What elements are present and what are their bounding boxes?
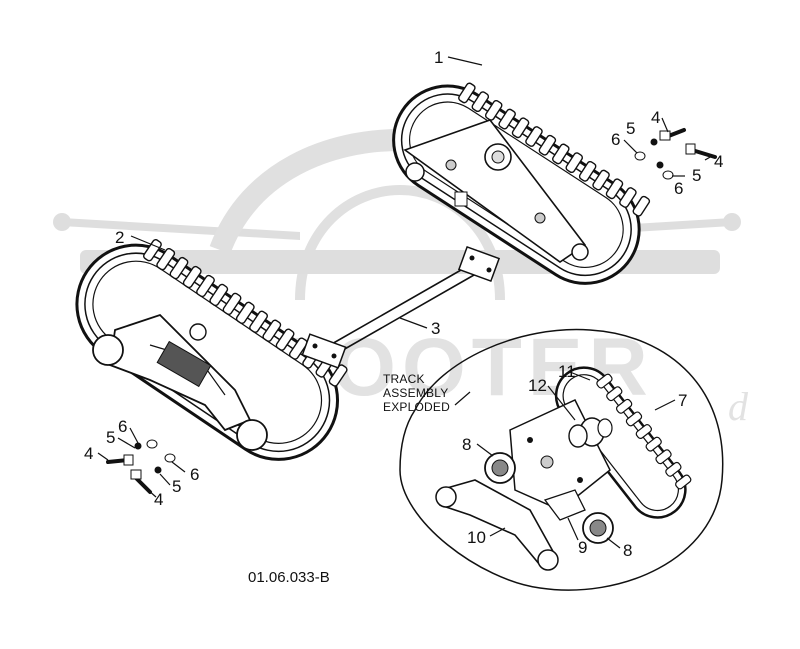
callout-6: 6 bbox=[118, 417, 127, 436]
note-line-1: TRACK bbox=[383, 372, 425, 386]
callout-6: 6 bbox=[190, 465, 199, 484]
track-cleat bbox=[511, 117, 530, 139]
callout-12: 12 bbox=[528, 376, 547, 395]
callout-1: 1 bbox=[434, 48, 443, 67]
note-line-2: ASSEMBLY bbox=[383, 386, 448, 400]
track-cleat bbox=[169, 256, 189, 280]
track-cleat bbox=[538, 134, 557, 156]
callout-2: 2 bbox=[115, 228, 124, 247]
track-cleat bbox=[484, 99, 503, 121]
track-cleat bbox=[635, 424, 652, 439]
callout-6: 6 bbox=[611, 130, 620, 149]
track-cleat bbox=[675, 474, 692, 490]
track-cleat bbox=[655, 449, 672, 465]
track-cleat bbox=[615, 398, 633, 414]
callout-4: 4 bbox=[651, 108, 660, 127]
track-cleat bbox=[288, 337, 308, 360]
track-cleat bbox=[182, 265, 202, 289]
track-cleat bbox=[209, 283, 229, 307]
track-cleat bbox=[458, 82, 476, 104]
track-cleat bbox=[592, 169, 610, 191]
callout-11: 11 bbox=[558, 362, 576, 381]
track-cleat bbox=[156, 247, 176, 271]
callout-5: 5 bbox=[172, 477, 181, 496]
track-cleat bbox=[632, 195, 651, 217]
track-assembly-left bbox=[75, 239, 348, 461]
callout-8: 8 bbox=[623, 541, 632, 560]
track-cleat bbox=[619, 187, 637, 208]
exploded-view bbox=[399, 328, 724, 591]
exploded-note: TRACK ASSEMBLY EXPLODED bbox=[383, 372, 450, 414]
leader-lines bbox=[97, 56, 713, 549]
track-cleat bbox=[596, 373, 613, 389]
track-cleat bbox=[471, 91, 490, 113]
axle-tube bbox=[301, 245, 501, 369]
callout-6: 6 bbox=[674, 179, 683, 198]
callout-9: 9 bbox=[578, 538, 587, 557]
callout-7: 7 bbox=[678, 391, 687, 410]
track-cleat bbox=[328, 364, 348, 387]
callout-4: 4 bbox=[714, 152, 723, 171]
track-cleat bbox=[222, 292, 242, 316]
track-cleat bbox=[196, 274, 215, 298]
fasteners-right bbox=[634, 128, 717, 180]
track-cleat bbox=[262, 319, 282, 342]
track-cleat bbox=[665, 461, 682, 477]
note-line-3: EXPLODED bbox=[383, 400, 450, 414]
callout-3: 3 bbox=[431, 319, 440, 338]
svg-text:d: d bbox=[728, 384, 749, 429]
callout-5: 5 bbox=[692, 166, 701, 185]
track-cleat bbox=[552, 143, 570, 165]
track-cleat bbox=[645, 436, 662, 452]
track-cleat bbox=[606, 386, 623, 402]
track-cleat bbox=[625, 411, 643, 427]
track-cleat bbox=[143, 239, 162, 262]
track-assembly-right bbox=[392, 82, 651, 285]
callout-4: 4 bbox=[154, 490, 163, 509]
track-cleat bbox=[249, 310, 268, 333]
drawing-code: 01.06.033-B bbox=[248, 569, 330, 586]
callout-10: 10 bbox=[467, 528, 486, 547]
track-cleat bbox=[235, 301, 255, 325]
callout-4: 4 bbox=[84, 444, 93, 463]
fasteners-left bbox=[106, 439, 176, 494]
callout-5: 5 bbox=[106, 428, 115, 447]
track-cleat bbox=[605, 178, 624, 200]
track-cleat bbox=[275, 328, 295, 351]
track-cleat bbox=[525, 126, 543, 147]
track-cleat bbox=[565, 152, 583, 174]
callout-8: 8 bbox=[462, 435, 471, 454]
track-cleat bbox=[498, 108, 516, 130]
track-cleat bbox=[578, 160, 597, 182]
callout-5: 5 bbox=[626, 119, 635, 138]
callout-labels: 1 2 3 4 4 4 4 5 5 5 5 6 6 6 6 7 8 8 9 10… bbox=[84, 48, 723, 560]
